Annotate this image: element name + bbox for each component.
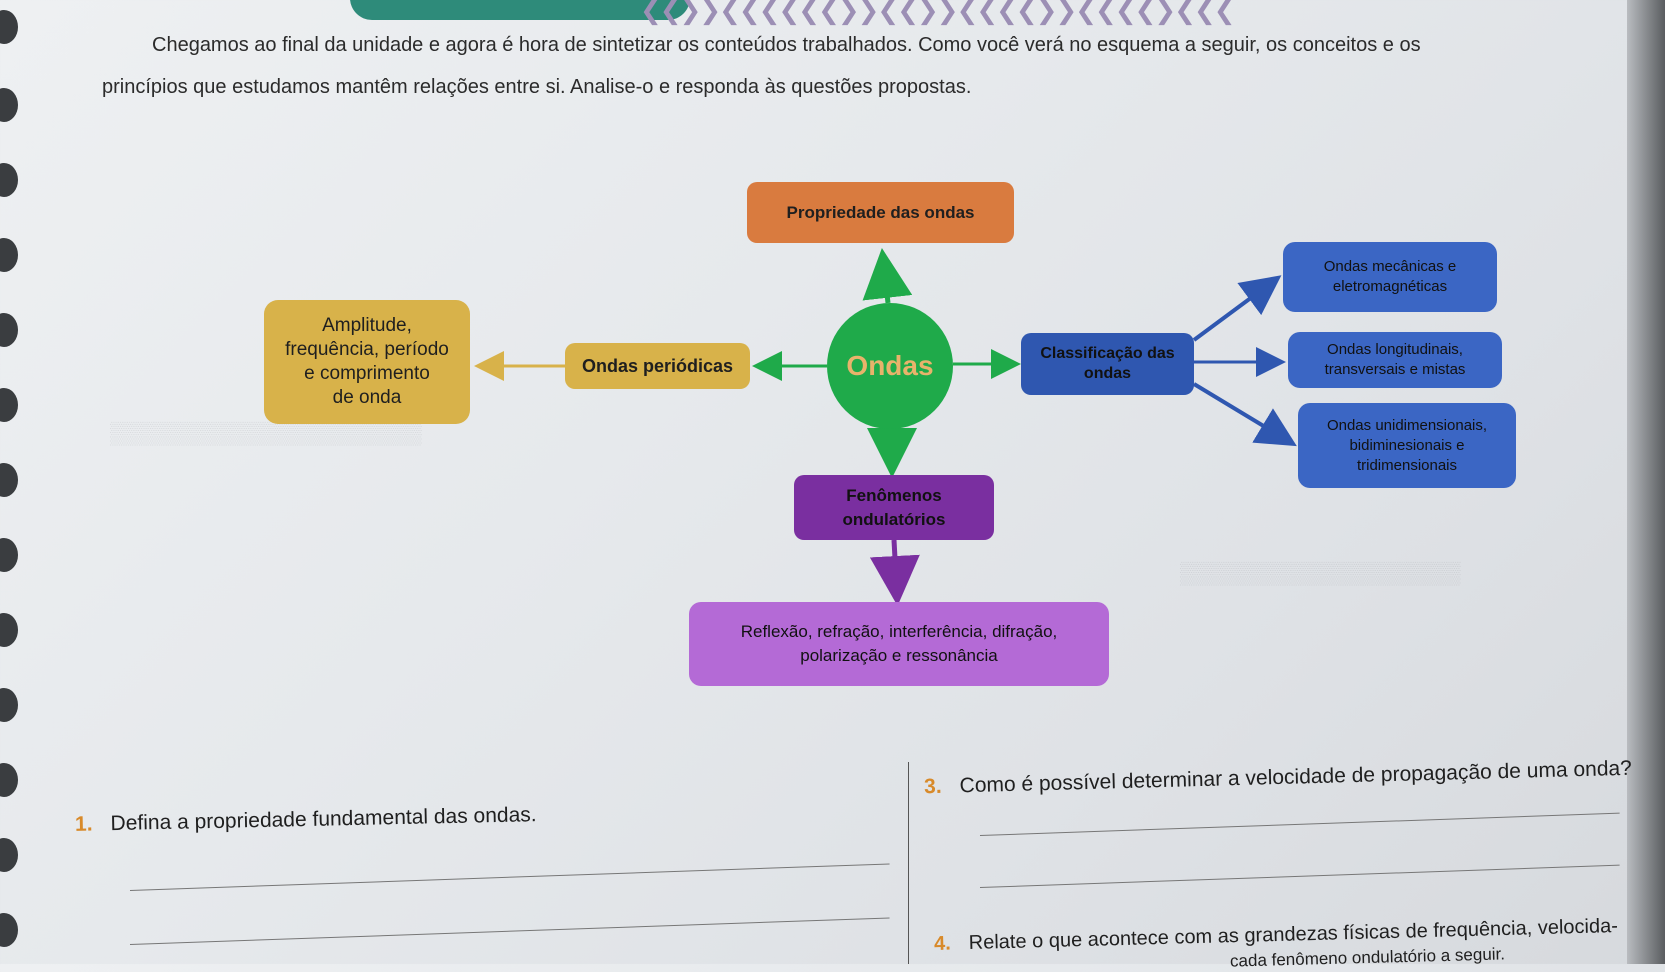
binder-hole <box>0 10 18 44</box>
node-label-line: polarização e ressonância <box>800 646 998 665</box>
node-label-line: frequência, período <box>285 339 449 360</box>
node-label-line: Ondas longitudinais, <box>1327 341 1463 358</box>
node-label-line: tridimensionais <box>1356 456 1458 474</box>
arrow-to-reflexao <box>869 539 920 606</box>
binder-hole <box>0 613 18 647</box>
chapter-tab <box>350 0 690 20</box>
node-label-line: eletromagnéticas <box>1332 278 1448 295</box>
node-label-line: bidiminesionais e <box>1349 436 1465 454</box>
bleed-through-texture: ▒▒▒▒▒▒▒▒▒▒▒▒▒▒▒▒▒▒▒▒ <box>110 420 422 445</box>
node-classificacao-das-ondas: Classificação das ondas <box>1021 333 1194 395</box>
node-label-line: ondulatórios <box>842 509 946 529</box>
binder-hole <box>0 763 18 797</box>
node-label-line: Classificação das <box>1040 345 1175 362</box>
node-label-line: e comprimento <box>304 363 430 384</box>
node-ondas-center: Ondas <box>827 303 953 429</box>
node-fenomenos-ondulatorios: Fenômenos ondulatórios <box>794 475 994 540</box>
binder-hole <box>0 88 18 122</box>
question-number: 3. <box>923 774 942 799</box>
node-label-line: Ondas unidimensionais, <box>1326 416 1488 434</box>
node-ondas-periodicas: Ondas periódicas <box>565 343 750 389</box>
arrow-to-unidimensionais <box>1192 382 1297 447</box>
binder-hole <box>0 538 18 572</box>
intro-line-2: princípios que estudamos mantêm relações… <box>102 76 972 98</box>
node-label-line: transversais e mistas <box>1324 361 1466 378</box>
page-edge-shadow <box>1627 0 1665 964</box>
bleed-through-texture: ▒▒▒▒▒▒▒▒▒▒▒▒▒▒▒▒▒▒ <box>1180 560 1461 585</box>
question-number: 1. <box>74 812 93 836</box>
binder-hole <box>0 388 18 422</box>
intro-line-1: Chegamos ao final da unidade e agora é h… <box>152 34 1421 56</box>
binder-hole <box>0 838 18 872</box>
node-label-line: Reflexão, refração, interferência, difra… <box>740 622 1058 641</box>
node-label-line: Fenômenos <box>846 485 942 505</box>
arrow-to-mecanicas <box>1192 275 1282 342</box>
node-propriedade-das-ondas: Propriedade das ondas <box>747 182 1014 243</box>
column-divider <box>908 762 909 964</box>
binder-hole <box>0 913 18 947</box>
node-label-line: Amplitude, <box>322 315 412 336</box>
binder-hole <box>0 313 18 347</box>
node-label: Propriedade das ondas <box>786 202 975 222</box>
node-unidimensionais: Ondas unidimensionais, bidiminesionais e… <box>1298 403 1516 488</box>
node-amplitude: Amplitude, frequência, período e comprim… <box>264 300 470 424</box>
node-label-line: de onda <box>332 387 402 408</box>
binder-hole <box>0 688 18 722</box>
binder-hole <box>0 163 18 197</box>
node-longitudinais-transversais: Ondas longitudinais, transversais e mist… <box>1288 332 1502 388</box>
arrow-to-propriedade <box>862 248 913 304</box>
node-label: Ondas <box>846 350 934 381</box>
node-label: Ondas periódicas <box>581 355 734 376</box>
decorative-ornament: ❮❮❯❯❮❮❮❮❮❮❯❯❮❮❯❯❮❮❮❮❯❯❮❮❮❮❯❮❮❮ <box>640 0 1236 26</box>
binder-hole <box>0 238 18 272</box>
node-reflexao-refracao: Reflexão, refração, interferência, difra… <box>689 602 1109 686</box>
node-label-line: Ondas mecânicas e <box>1323 258 1457 275</box>
node-mecanicas-eletromagneticas: Ondas mecânicas e eletromagnéticas <box>1283 242 1497 312</box>
question-number: 4. <box>933 932 952 955</box>
node-label-line: ondas <box>1083 365 1132 382</box>
binder-hole <box>0 463 18 497</box>
